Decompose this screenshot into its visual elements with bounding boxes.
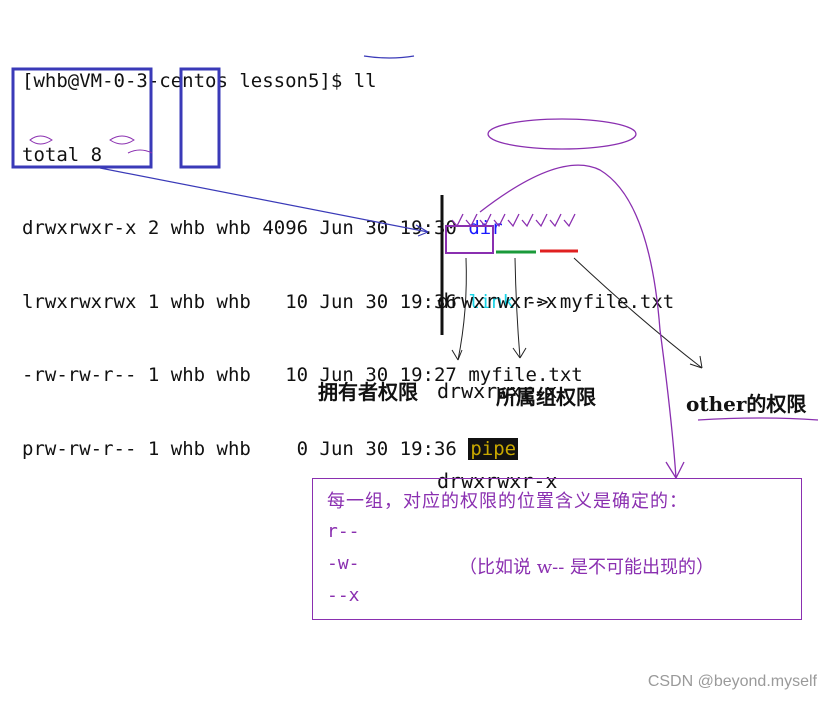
file-name-myfile: myfile.txt: [468, 364, 583, 386]
note-box: 每一组，对应的权限的位置含义是确定的： r-- -w- --x （比如说 w--…: [312, 478, 802, 620]
permission-example: drwxrwxr-x drwxrwxr-x drwxrwxr-x: [437, 226, 557, 526]
link-target: -> myfile.txt: [525, 290, 675, 313]
other-permission-label: other的权限: [686, 392, 807, 416]
day: 30: [365, 364, 389, 386]
group: whb: [216, 290, 251, 313]
owner-column-box: [179, 67, 221, 169]
group-permission-label: 所属组权限: [496, 385, 596, 409]
note-line-read: r--: [327, 521, 360, 542]
listing-row-pipe: prw-rw-r-- 1 whb whb 0 Jun 30 19:36 pipe: [22, 437, 674, 462]
month: Jun: [319, 290, 354, 313]
perm-string: -rw-rw-r--: [22, 364, 137, 386]
link-count: 1: [147, 364, 160, 386]
perm-string: prw-rw-r--: [22, 437, 137, 460]
perm-string: lrwxrwxrwx: [22, 290, 137, 313]
perm-circle-mark: [127, 149, 153, 154]
listing-row-link: lrwxrwxrwx 1 whb whb 10 Jun 30 19:36 lin…: [22, 290, 674, 315]
time: 19:36: [399, 437, 457, 460]
month: Jun: [319, 437, 354, 460]
owner: whb: [170, 290, 206, 313]
check-marks: [451, 213, 576, 228]
owner-arrow-head: [451, 349, 463, 361]
group-arrow: [514, 257, 521, 359]
group: whb: [216, 217, 251, 239]
perm-example-line: drwxrwxr-x: [437, 379, 558, 403]
perm-example-line: drwxrwxr-x: [437, 469, 558, 493]
link-count: 2: [147, 217, 160, 239]
owner-permission-label: 拥有者权限: [318, 380, 418, 404]
listing-row-myfile: -rw-rw-r-- 1 whb whb 10 Jun 30 19:27 myf…: [22, 363, 674, 388]
blue-arrow-head: [415, 224, 429, 237]
note-arrow: [479, 164, 677, 479]
day: 30: [365, 290, 389, 313]
month: Jun: [319, 364, 354, 386]
group: whb: [216, 364, 251, 386]
owner: whb: [170, 217, 206, 239]
link-count: 1: [147, 437, 160, 460]
note-line-write: -w-: [327, 553, 360, 574]
file-name-link: link: [468, 290, 515, 313]
perm-circle-mark: [109, 135, 135, 145]
owner-arrow: [457, 257, 467, 361]
other-label-underline: [697, 417, 819, 421]
command-prompt: [whb@VM-0-3-centos lesson5]$ ll: [22, 70, 377, 92]
other-arrow-head: [689, 355, 703, 369]
size: 4096: [262, 217, 309, 239]
terminal-output: [whb@VM-0-3-centos lesson5]$ ll total 8 …: [22, 20, 674, 486]
perm-string: drwxrwxr-x: [22, 217, 137, 239]
file-name-dir: dir: [468, 217, 503, 239]
month: Jun: [319, 217, 354, 239]
note-title: 每一组，对应的权限的位置含义是确定的：: [327, 491, 688, 512]
group-arrow-head: [512, 347, 527, 359]
day: 30: [365, 217, 389, 239]
command-underline: [363, 55, 415, 59]
note-line-exec: --x: [327, 585, 360, 606]
owner: whb: [170, 437, 206, 460]
group: whb: [216, 437, 251, 460]
perm-example-line: drwxrwxr-x: [437, 289, 558, 313]
owner: whb: [170, 364, 206, 386]
day: 30: [365, 437, 389, 460]
other-arrow: [573, 257, 703, 369]
watermark: CSDN @beyond.myself: [647, 673, 817, 690]
blue-arrow-line: [99, 167, 429, 233]
perm-column-box: [11, 67, 153, 169]
file-name-pipe: pipe: [468, 437, 519, 460]
size: 0: [296, 437, 309, 460]
note-example: （比如说 w-- 是不可能出现的）: [459, 557, 715, 578]
owner-perm-box: [445, 225, 494, 254]
perm-circle-mark: [29, 135, 53, 145]
link-count: 1: [147, 290, 160, 313]
myfile-oval: [487, 118, 637, 150]
total-line: total 8: [22, 143, 103, 166]
time: 19:27: [399, 364, 457, 386]
size: 10: [285, 364, 309, 386]
size: 10: [285, 290, 309, 313]
note-arrow-head: [665, 461, 685, 479]
